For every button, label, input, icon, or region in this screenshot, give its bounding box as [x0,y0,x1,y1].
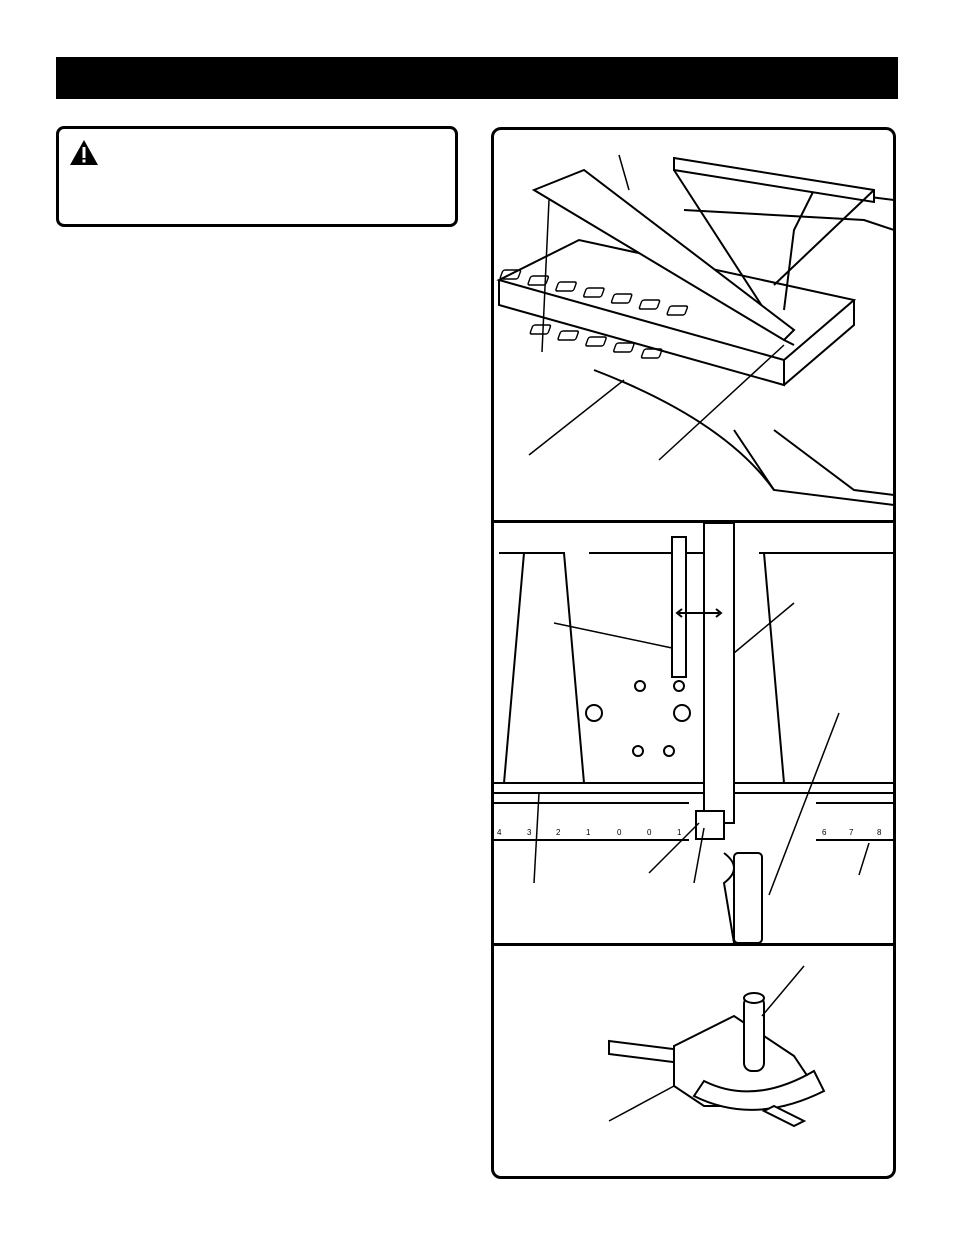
figure-table-saw-fence [494,130,893,520]
section-header-bar [56,57,898,99]
figure-fence-top-view: 4 3 2 1 0 0 1 6 7 8 [494,523,893,943]
panel-divider [494,520,893,523]
ruler-label: 1 [677,828,682,837]
ruler-label: 1 [586,828,591,837]
ruler-label: 3 [527,828,532,837]
figure-miter-gauge [494,946,893,1176]
ruler-label: 0 [647,828,652,837]
warning-box [56,126,458,227]
ruler-label: 2 [556,828,561,837]
ruler-label: 0 [617,828,622,837]
ruler-label: 8 [877,828,882,837]
ruler-label: 7 [849,828,854,837]
figure-frame: 4 3 2 1 0 0 1 6 7 8 [491,127,896,1179]
warning-triangle-icon [70,140,98,165]
ruler-label: 4 [497,828,502,837]
panel-divider [494,943,893,946]
ruler-label: 6 [822,828,827,837]
